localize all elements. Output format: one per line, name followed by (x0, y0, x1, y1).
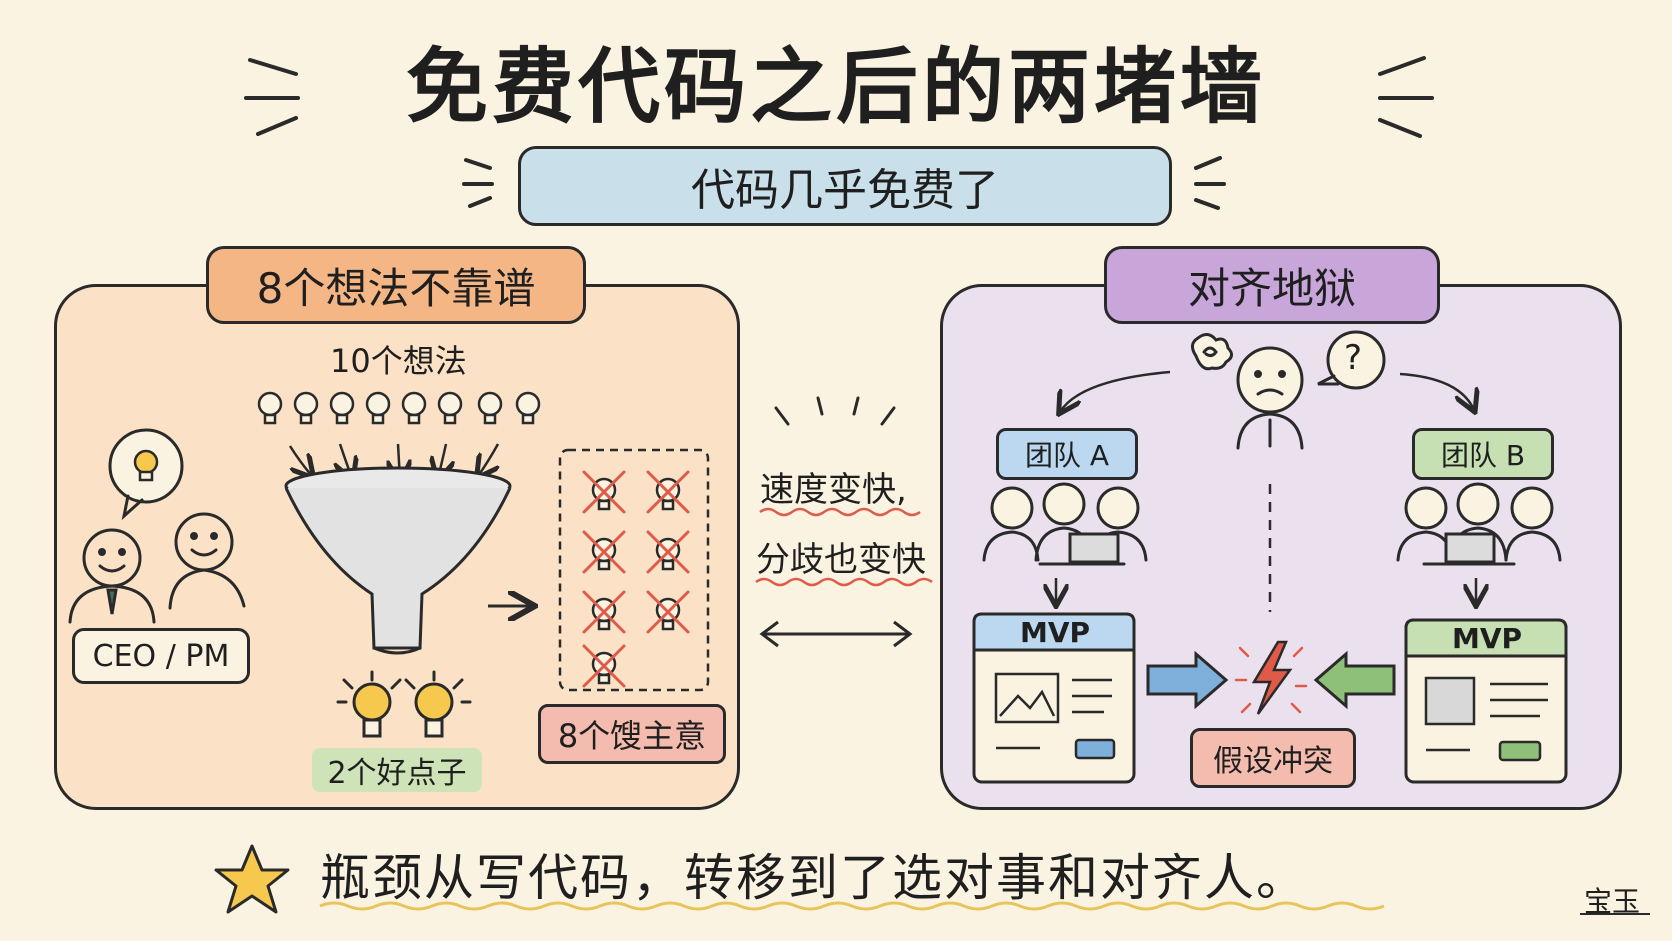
team-b-people-icon (1396, 482, 1562, 566)
team-a-label: 团队 A (996, 428, 1138, 480)
ten-ideas-bulbs-icon (257, 391, 541, 425)
mvp-a-label: MVP (1020, 616, 1091, 649)
conclusion-text: 瓶颈从写代码，转移到了选对事和对齐人。 (320, 849, 1308, 907)
conflict-label: 假设冲突 (1190, 728, 1356, 788)
team-a-people-icon (982, 482, 1148, 566)
conclusion-underline (319, 901, 1385, 911)
speed-marks (774, 396, 896, 426)
question-mark: ? (1344, 338, 1363, 378)
right-panel-header: 对齐地狱 (1104, 246, 1440, 324)
blue-arrow-icon (1146, 650, 1229, 710)
person-to-teams-arrows (1060, 370, 1474, 412)
bad-ideas-dashed-box (558, 448, 710, 692)
good-ideas-label: 2个好点子 (312, 748, 482, 792)
title-emphasis-marks (244, 56, 1434, 210)
star-icon (214, 844, 290, 914)
ideas-count-label: 10个想法 (330, 342, 467, 380)
ceo-pm-people-icon (68, 428, 246, 624)
funnel-icon (284, 466, 512, 655)
left-panel-header: 8个想法不靠谱 (206, 246, 586, 324)
page-title: 免费代码之后的两堵墙 (405, 40, 1266, 135)
wavy-underlines (755, 507, 933, 587)
mvp-b-card (1404, 618, 1568, 784)
team-down-arrows (1056, 578, 1476, 604)
speech-bulb-icon (133, 449, 159, 482)
confused-person-icon (1191, 330, 1386, 450)
mvp-b-label: MVP (1452, 622, 1523, 655)
good-ideas-bulbs-icon (336, 670, 472, 738)
crossed-bulbs-icon (582, 470, 690, 688)
signature: 宝玉 (1584, 885, 1641, 918)
divergence-text: 分歧也变快 (756, 540, 926, 580)
subtitle-pill: 代码几乎免费了 (518, 146, 1172, 226)
lightning-icon (1234, 640, 1308, 715)
role-label: CEO / PM (72, 628, 250, 684)
green-arrow-icon (1313, 650, 1396, 710)
bad-ideas-label: 8个馊主意 (538, 704, 726, 764)
speed-text: 速度变快, (760, 470, 907, 510)
double-arrow (759, 620, 913, 648)
team-b-label: 团队 B (1412, 428, 1554, 480)
mvp-a-card (972, 612, 1136, 784)
